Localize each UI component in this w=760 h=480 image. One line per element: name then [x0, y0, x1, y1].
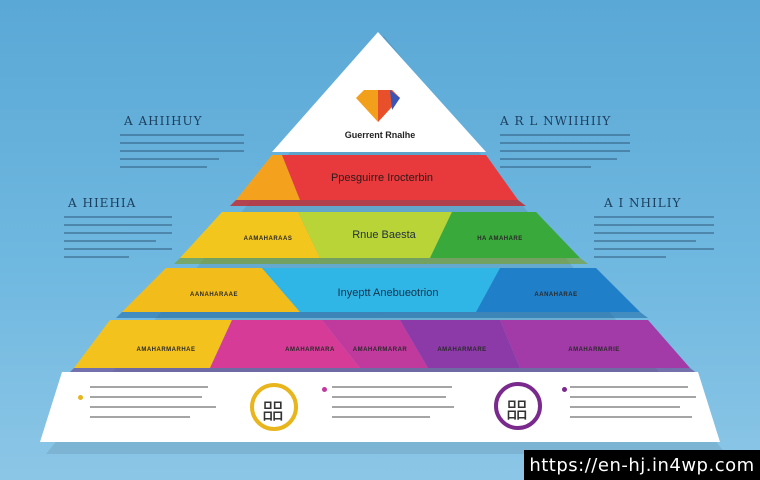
base-icon-left: 㗊 — [262, 399, 285, 424]
tier-4-d — [500, 320, 690, 368]
tier-2-shade — [174, 258, 588, 264]
tier-2-left — [180, 212, 320, 258]
tier-3-center — [262, 268, 500, 312]
tier-4-b-label: AMAHARMARA — [285, 347, 335, 353]
tier-4-d-label: AMAHARMARE — [437, 347, 487, 353]
tier-4-c-label: AMAHARMARAR — [352, 347, 408, 353]
tier-3-right-label: AANAHARAE — [534, 292, 578, 298]
bullet-dot-right — [562, 387, 567, 392]
right-block-1-title: A R L NWIIHIIY — [500, 114, 612, 128]
tier-4-c — [400, 320, 520, 368]
left-block-2-title: A HIEHIA — [68, 196, 137, 210]
bullet-dot-left — [78, 395, 83, 400]
tier-4-left — [74, 320, 232, 368]
tier-3-left — [122, 268, 300, 312]
tier-1-label: Ppesguirre Irocterbin — [330, 172, 434, 184]
tier-2-right — [430, 212, 580, 258]
tier-2-left-label: AAMAHARAAS — [243, 236, 293, 242]
tier-3-left-label: AANAHARAAE — [190, 292, 238, 298]
right-block-2-title: A I NHILIY — [604, 196, 682, 210]
tier-4-e-label: AMAHARMARIE — [568, 347, 620, 353]
tier-3-shade — [116, 312, 648, 318]
bullet-dot-center — [322, 387, 327, 392]
base-ring-left — [250, 383, 298, 431]
left-block-2-text — [64, 216, 172, 264]
watermark-url: https://en-hj.in4wp.com — [524, 450, 760, 480]
base-icon-right: 㗊 — [506, 398, 529, 423]
base-ring-right — [494, 382, 542, 430]
left-block-1-text — [120, 134, 244, 174]
gem-icon — [356, 90, 400, 122]
tier-4-b — [322, 320, 428, 368]
right-block-2-text — [594, 216, 714, 264]
left-block-1-title: A AHIIHUY — [124, 114, 203, 128]
tier-1-shade — [230, 200, 526, 206]
tier-2-label: Rnue Baesta — [352, 229, 416, 241]
tier-4-a — [210, 320, 360, 368]
right-block-1-text — [500, 134, 630, 174]
tier-3-label: Inyeptt Anebueotrion — [337, 287, 439, 299]
tier-2-right-label: HA AMAHARE — [477, 236, 523, 242]
tier-2-center — [298, 212, 452, 258]
apex-title: Guerrent Rnalhe — [344, 130, 416, 140]
tier-1-center — [282, 155, 518, 200]
tier-4-a-label: AMAHARMARHAE — [136, 347, 196, 353]
tier-1-left — [236, 155, 300, 200]
tier-3-right — [476, 268, 640, 312]
